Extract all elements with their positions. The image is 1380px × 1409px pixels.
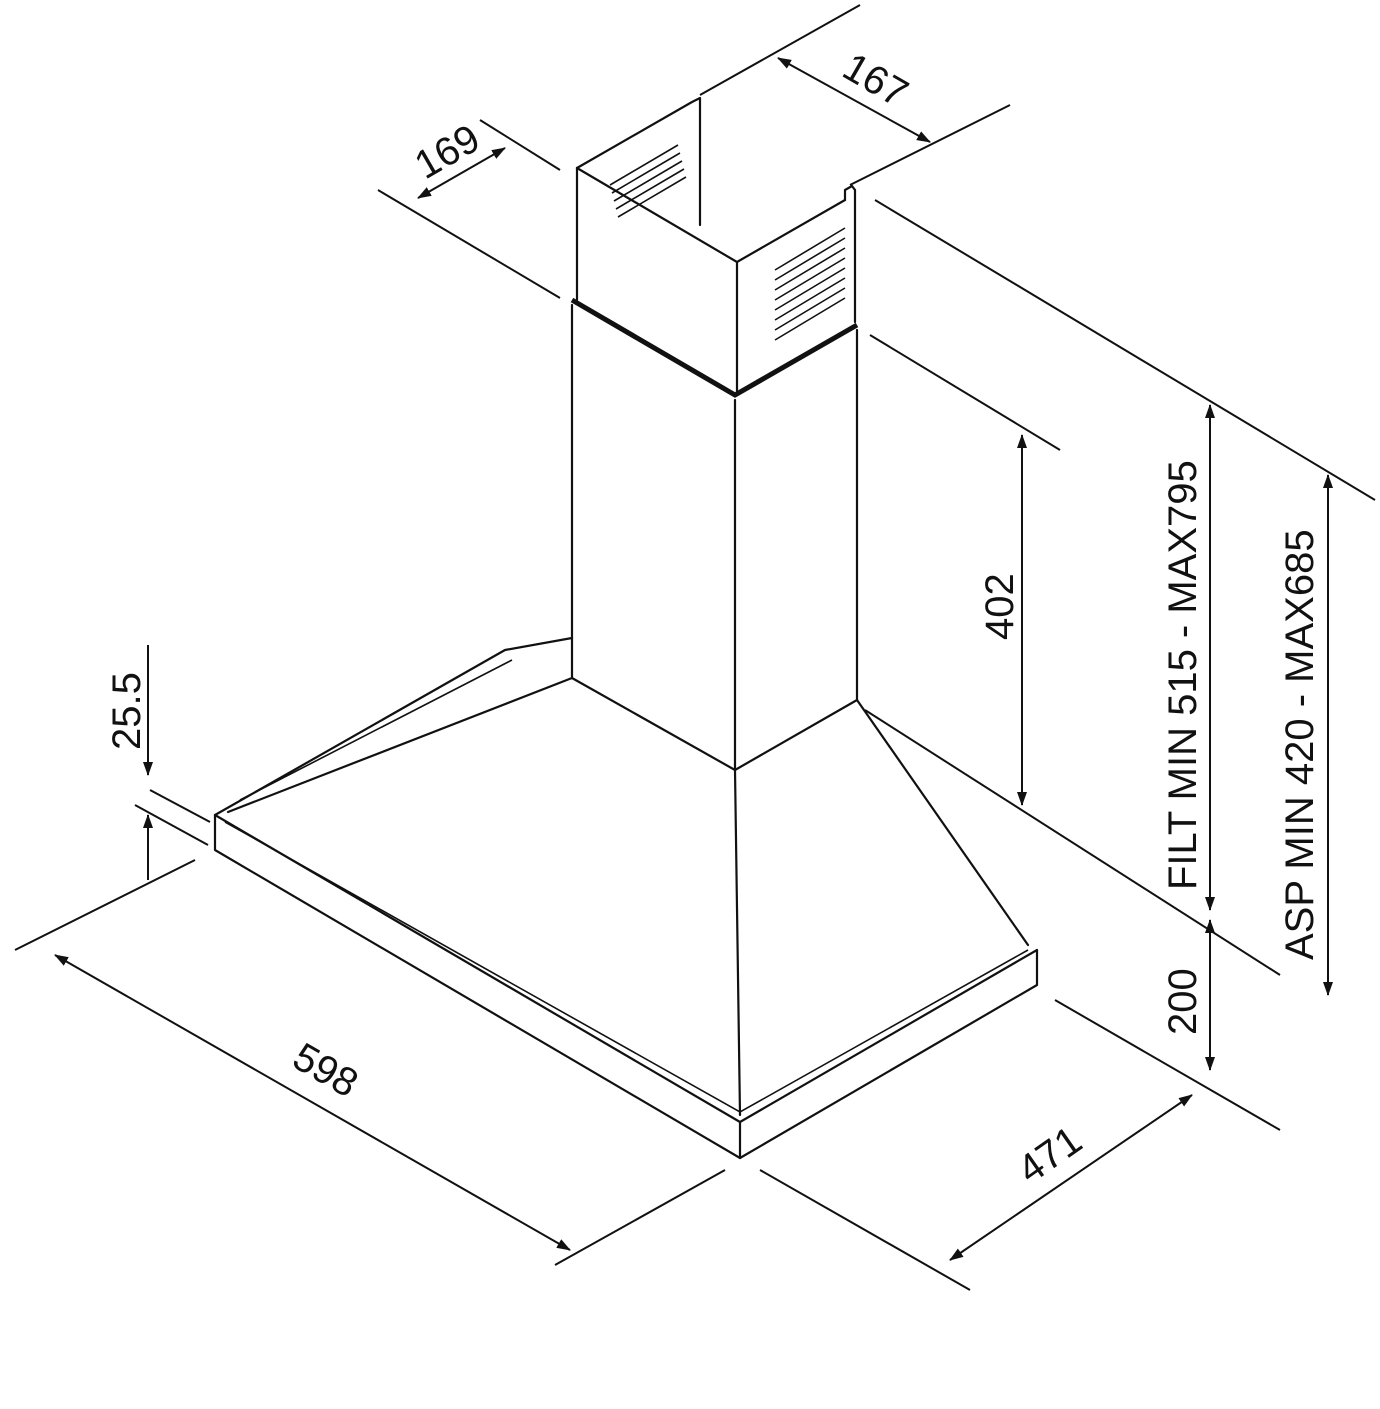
dimension-lines (14, 4, 1376, 1291)
label-duct-depth: 167 (836, 45, 916, 116)
label-filter-range: FILT MIN 515 - MAX795 (1161, 460, 1205, 890)
vent-grille-right (774, 227, 846, 341)
label-chimney-lower-height: 402 (978, 573, 1022, 640)
label-duct-width: 169 (408, 116, 488, 187)
label-width: 598 (286, 1035, 366, 1106)
hood-canopy (213, 636, 1039, 1160)
label-canopy-height: 200 (1161, 968, 1205, 1035)
vent-grille-left (609, 144, 687, 218)
chimney-upper (575, 96, 857, 394)
chimney-lower (570, 297, 859, 772)
label-depth: 471 (1010, 1118, 1090, 1192)
label-aspiration-range: ASP MIN 420 - MAX685 (1278, 529, 1322, 960)
label-edge-thickness: 25.5 (105, 672, 149, 750)
